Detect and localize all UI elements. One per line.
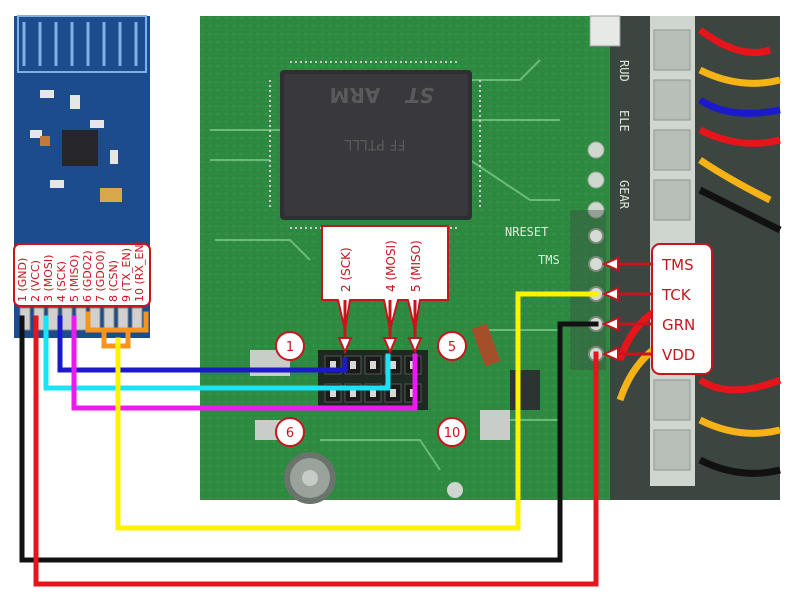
mcu-logo: ST (405, 83, 434, 107)
silk-gear: GEAR (617, 180, 631, 210)
jtag-tms: TMS (661, 256, 694, 274)
header-number-10: 10 (437, 417, 467, 447)
silk-tms: TMS (538, 253, 560, 267)
header-callouts: 2 (SCK) 4 (MOSI) 5 (MISO) (321, 225, 449, 355)
spi-header (318, 350, 428, 410)
wire-black (19, 315, 599, 563)
silk-nreset: NRESET (505, 225, 548, 239)
rf-module: 1 (GND)2 (VCC)3 (MOSI)4 (SCK)5 (MISO)6 (… (13, 15, 151, 338)
wire-cyan (43, 315, 391, 391)
module-pin-label: 1 (GND) (16, 258, 29, 302)
jtag-tck: TCK (661, 286, 692, 304)
module-pin-label: 4 (SCK) (55, 261, 68, 302)
header-number-5: 5 (437, 331, 467, 361)
wire-yellow (115, 291, 599, 531)
callout-miso: 5 (MISO) (409, 240, 423, 292)
svg-text:10: 10 (444, 426, 461, 441)
silk-rud: RUD (617, 60, 631, 82)
module-pin-label: 2 (VCC) (29, 260, 42, 302)
module-pin-label: 6 (GDO2) (81, 250, 94, 302)
wires (19, 291, 599, 587)
jtag-grn: GRN (662, 316, 695, 334)
mcu-chip: ARM ST FF PTLLL (269, 61, 481, 229)
module-pin-label: 9 (TX_EN) (120, 248, 133, 302)
wire-red (33, 315, 599, 587)
module-pin-label: 3 (MOSI) (42, 255, 55, 302)
callout-sck: 2 (SCK) (339, 247, 353, 292)
mcu-code: FF PTLLL (344, 136, 405, 152)
module-pin-label: 5 (MISO) (68, 255, 81, 302)
jtag-callout: TMS TCK GRN VDD (601, 243, 713, 375)
silk-ele: ELE (617, 110, 631, 132)
mcu-brand: ARM (330, 83, 381, 107)
svg-text:5: 5 (448, 340, 456, 355)
header-number-6: 6 (275, 417, 305, 447)
wire-magenta (71, 315, 418, 411)
callout-mosi: 4 (MOSI) (384, 240, 398, 292)
svg-text:6: 6 (286, 426, 294, 441)
module-pin-label: 10 (RX_EN) (133, 240, 146, 302)
wire-blue (57, 315, 348, 373)
module-pin-label: 7 (GDO0) (94, 250, 107, 302)
module-pin-label: 8 (CSN) (107, 260, 120, 302)
jtag-vdd: VDD (662, 346, 695, 364)
svg-text:1: 1 (286, 340, 294, 355)
header-number-1: 1 (275, 331, 305, 361)
wire-orange (85, 311, 149, 333)
